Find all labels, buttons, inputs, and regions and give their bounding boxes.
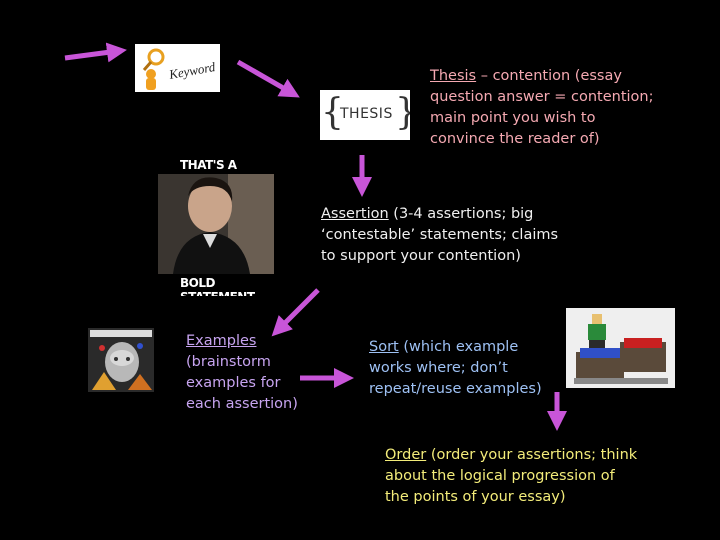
thesis-image: { THESIS } [320,90,410,140]
examples-line-3: each assertion) [186,396,298,412]
thesis-term: Thesis [430,68,477,84]
examples-line-2: examples for [186,375,281,391]
magnifier-figure-icon [142,48,165,90]
lego-image [566,308,675,388]
sort-line-1: (which example [398,339,519,355]
sort-term: Sort [369,339,399,355]
order-description: Order (order your assertions; think abou… [385,445,675,508]
thesis-line-2: question answer = contention; [430,89,654,105]
order-line-1: (order your assertions; think [426,447,638,463]
thesis-line-4: convince the reader of) [430,131,600,147]
mastermind-image [88,328,154,392]
arrow-keyword-to-thesis [236,59,300,98]
mastermind-box-icon [88,328,154,392]
right-brace-icon: } [395,92,410,133]
assertion-line-3: to support your contention) [321,248,521,264]
lego-sorting-icon [566,308,675,388]
keyword-image: Keyword [135,44,220,92]
thesis-line-3: main point you wish to [430,110,596,126]
left-brace-icon: { [321,92,344,133]
order-line-3: the points of your essay) [385,489,566,505]
sort-description: Sort (which example works where; don’t r… [369,337,569,400]
meme-image: THAT'S A MIGHTY BOLD STATEMENT [158,156,274,296]
examples-description: Examples (brainstorm examples for each a… [186,331,316,415]
order-line-2: about the logical progression of [385,468,615,484]
examples-line-1: (brainstorm [186,354,271,370]
thesis-image-text: THESIS [340,106,393,122]
thesis-description: Thesis – contention (essay question answ… [430,66,670,150]
assertion-line-1: (3-4 assertions; big [388,206,534,222]
examples-term: Examples [186,333,257,349]
assertion-description: Assertion (3-4 assertions; big ‘contesta… [321,204,591,267]
man-portrait-icon [158,174,274,274]
arrow-assertion-to-examples [271,288,320,337]
assertion-term: Assertion [321,206,389,222]
sort-line-2: works where; don’t [369,360,508,376]
sort-line-3: repeat/reuse examples) [369,381,542,397]
thesis-line-1: – contention (essay [476,68,622,84]
order-term: Order [385,447,427,463]
arrow-to-keyword [64,42,127,63]
meme-bottom-caption: BOLD STATEMENT [180,276,255,296]
assertion-line-2: ‘contestable’ statements; claims [321,227,559,243]
